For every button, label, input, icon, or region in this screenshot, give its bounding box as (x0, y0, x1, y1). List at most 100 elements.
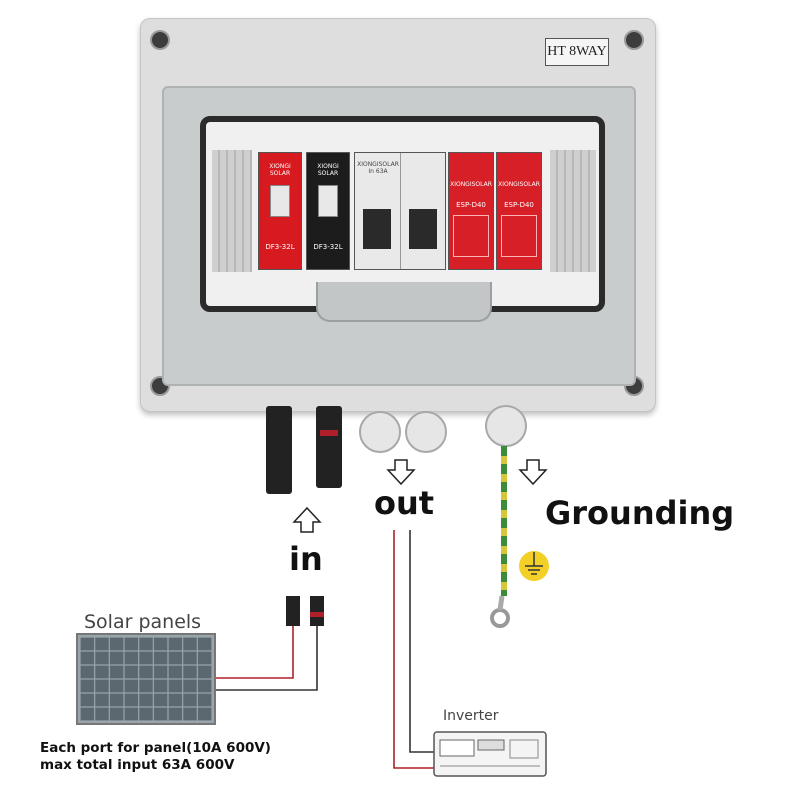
cable-gland-icon (485, 405, 527, 447)
solar-cell (124, 679, 139, 693)
solar-cell (183, 679, 197, 693)
solar-cell (197, 637, 212, 651)
mc4-connector-icon (316, 406, 342, 488)
ring-terminal-icon (490, 608, 510, 628)
solar-cell (95, 707, 109, 721)
mc4-connector-icon (266, 406, 292, 494)
solar-cell (124, 665, 139, 679)
enclosure-label: HT 8WAY (545, 38, 609, 66)
up-arrow-icon (292, 506, 322, 533)
spd-brand: XIONGISOLAR (498, 181, 540, 188)
solar-cell (153, 707, 168, 721)
pv-fuse-holder: XIONGI SOLAR DF3-32L (306, 152, 350, 270)
solar-cell (95, 665, 109, 679)
mc4-connector-icon (310, 596, 324, 626)
solar-cell (153, 665, 168, 679)
solar-cell (139, 707, 153, 721)
down-arrow-icon (386, 459, 416, 486)
solar-cell (124, 637, 139, 651)
spd-spec-box (501, 215, 537, 257)
solar-cell (183, 707, 197, 721)
pv-fuse-holder: XIONGI SOLAR DF3-32L (258, 152, 302, 270)
solar-cell (139, 679, 153, 693)
solar-cell (197, 679, 212, 693)
fuse-brand: XIONGI SOLAR (317, 163, 339, 177)
spd-model: ESP-D40 (504, 201, 534, 209)
screw-icon (624, 30, 644, 50)
solar-cell (109, 707, 124, 721)
fuse-model: DF3-32L (265, 243, 295, 251)
solar-cell (168, 637, 183, 651)
fuse-brand: XIONGI SOLAR (269, 163, 291, 177)
solar-cell (168, 693, 183, 707)
solar-cell (139, 665, 153, 679)
solar-cell (168, 651, 183, 665)
screw-icon (150, 30, 170, 50)
solar-cell (153, 693, 168, 707)
spd-spec-box (453, 215, 489, 257)
solar-cell (109, 665, 124, 679)
mc4-connector-icon (286, 596, 300, 626)
solar-cell (153, 651, 168, 665)
solar-cell (109, 637, 124, 651)
solar-cell (80, 651, 95, 665)
solar-cell (168, 665, 183, 679)
solar-panels-label: Solar panels (84, 611, 202, 633)
surge-protector: XIONGISOLAR ESP-D40 (448, 152, 494, 270)
surge-protector: XIONGISOLAR ESP-D40 (496, 152, 542, 270)
solar-cell (168, 679, 183, 693)
solar-cell (197, 651, 212, 665)
solar-cell (183, 665, 197, 679)
rating-note-line: max total input 63A 600V (40, 757, 235, 773)
solar-cell (80, 665, 95, 679)
cable-gland-icon (405, 411, 447, 453)
solar-cell (183, 637, 197, 651)
in-label: in (289, 540, 323, 578)
cover-latch (316, 282, 492, 322)
solar-cell (124, 651, 139, 665)
spd-model: ESP-D40 (456, 201, 486, 209)
solar-cell (183, 693, 197, 707)
solar-cell (153, 637, 168, 651)
solar-cell (109, 693, 124, 707)
solar-cell (124, 693, 139, 707)
solar-cell (197, 693, 212, 707)
solar-cell (95, 637, 109, 651)
solar-cell (95, 693, 109, 707)
breaker-toggle (409, 209, 437, 249)
din-rail-blank (550, 150, 596, 272)
fuse-window (318, 185, 338, 217)
rating-note-line: Each port for panel(10A 600V) (40, 740, 271, 756)
fuse-window (270, 185, 290, 217)
inverter-icon (433, 731, 547, 777)
cable-gland-icon (359, 411, 401, 453)
solar-cell (80, 679, 95, 693)
solar-cell (139, 637, 153, 651)
solar-cell (168, 707, 183, 721)
solar-cell (80, 707, 95, 721)
pole-divider (400, 153, 401, 269)
solar-cell (124, 707, 139, 721)
spd-brand: XIONGISOLAR (450, 181, 492, 188)
solar-cell (109, 651, 124, 665)
din-rail-blank (212, 150, 252, 272)
solar-cell (109, 679, 124, 693)
solar-cell (153, 679, 168, 693)
down-arrow-icon (518, 459, 548, 486)
solar-cell (139, 693, 153, 707)
solar-cell (80, 693, 95, 707)
solar-cell (95, 651, 109, 665)
breaker-brand: XIONGISOLAR (357, 161, 399, 168)
out-label: out (374, 484, 435, 522)
solar-cell (183, 651, 197, 665)
dc-circuit-breaker: XIONGISOLAR In 63A (354, 152, 446, 270)
rating-note: Each port for panel(10A 600V) max total … (40, 740, 271, 774)
solar-cell (95, 679, 109, 693)
solar-cell (139, 651, 153, 665)
solar-cell (197, 707, 212, 721)
inverter-label: Inverter (443, 708, 499, 724)
grounding-label: Grounding (545, 494, 735, 532)
solar-cell (80, 637, 95, 651)
fuse-model: DF3-32L (313, 243, 343, 251)
